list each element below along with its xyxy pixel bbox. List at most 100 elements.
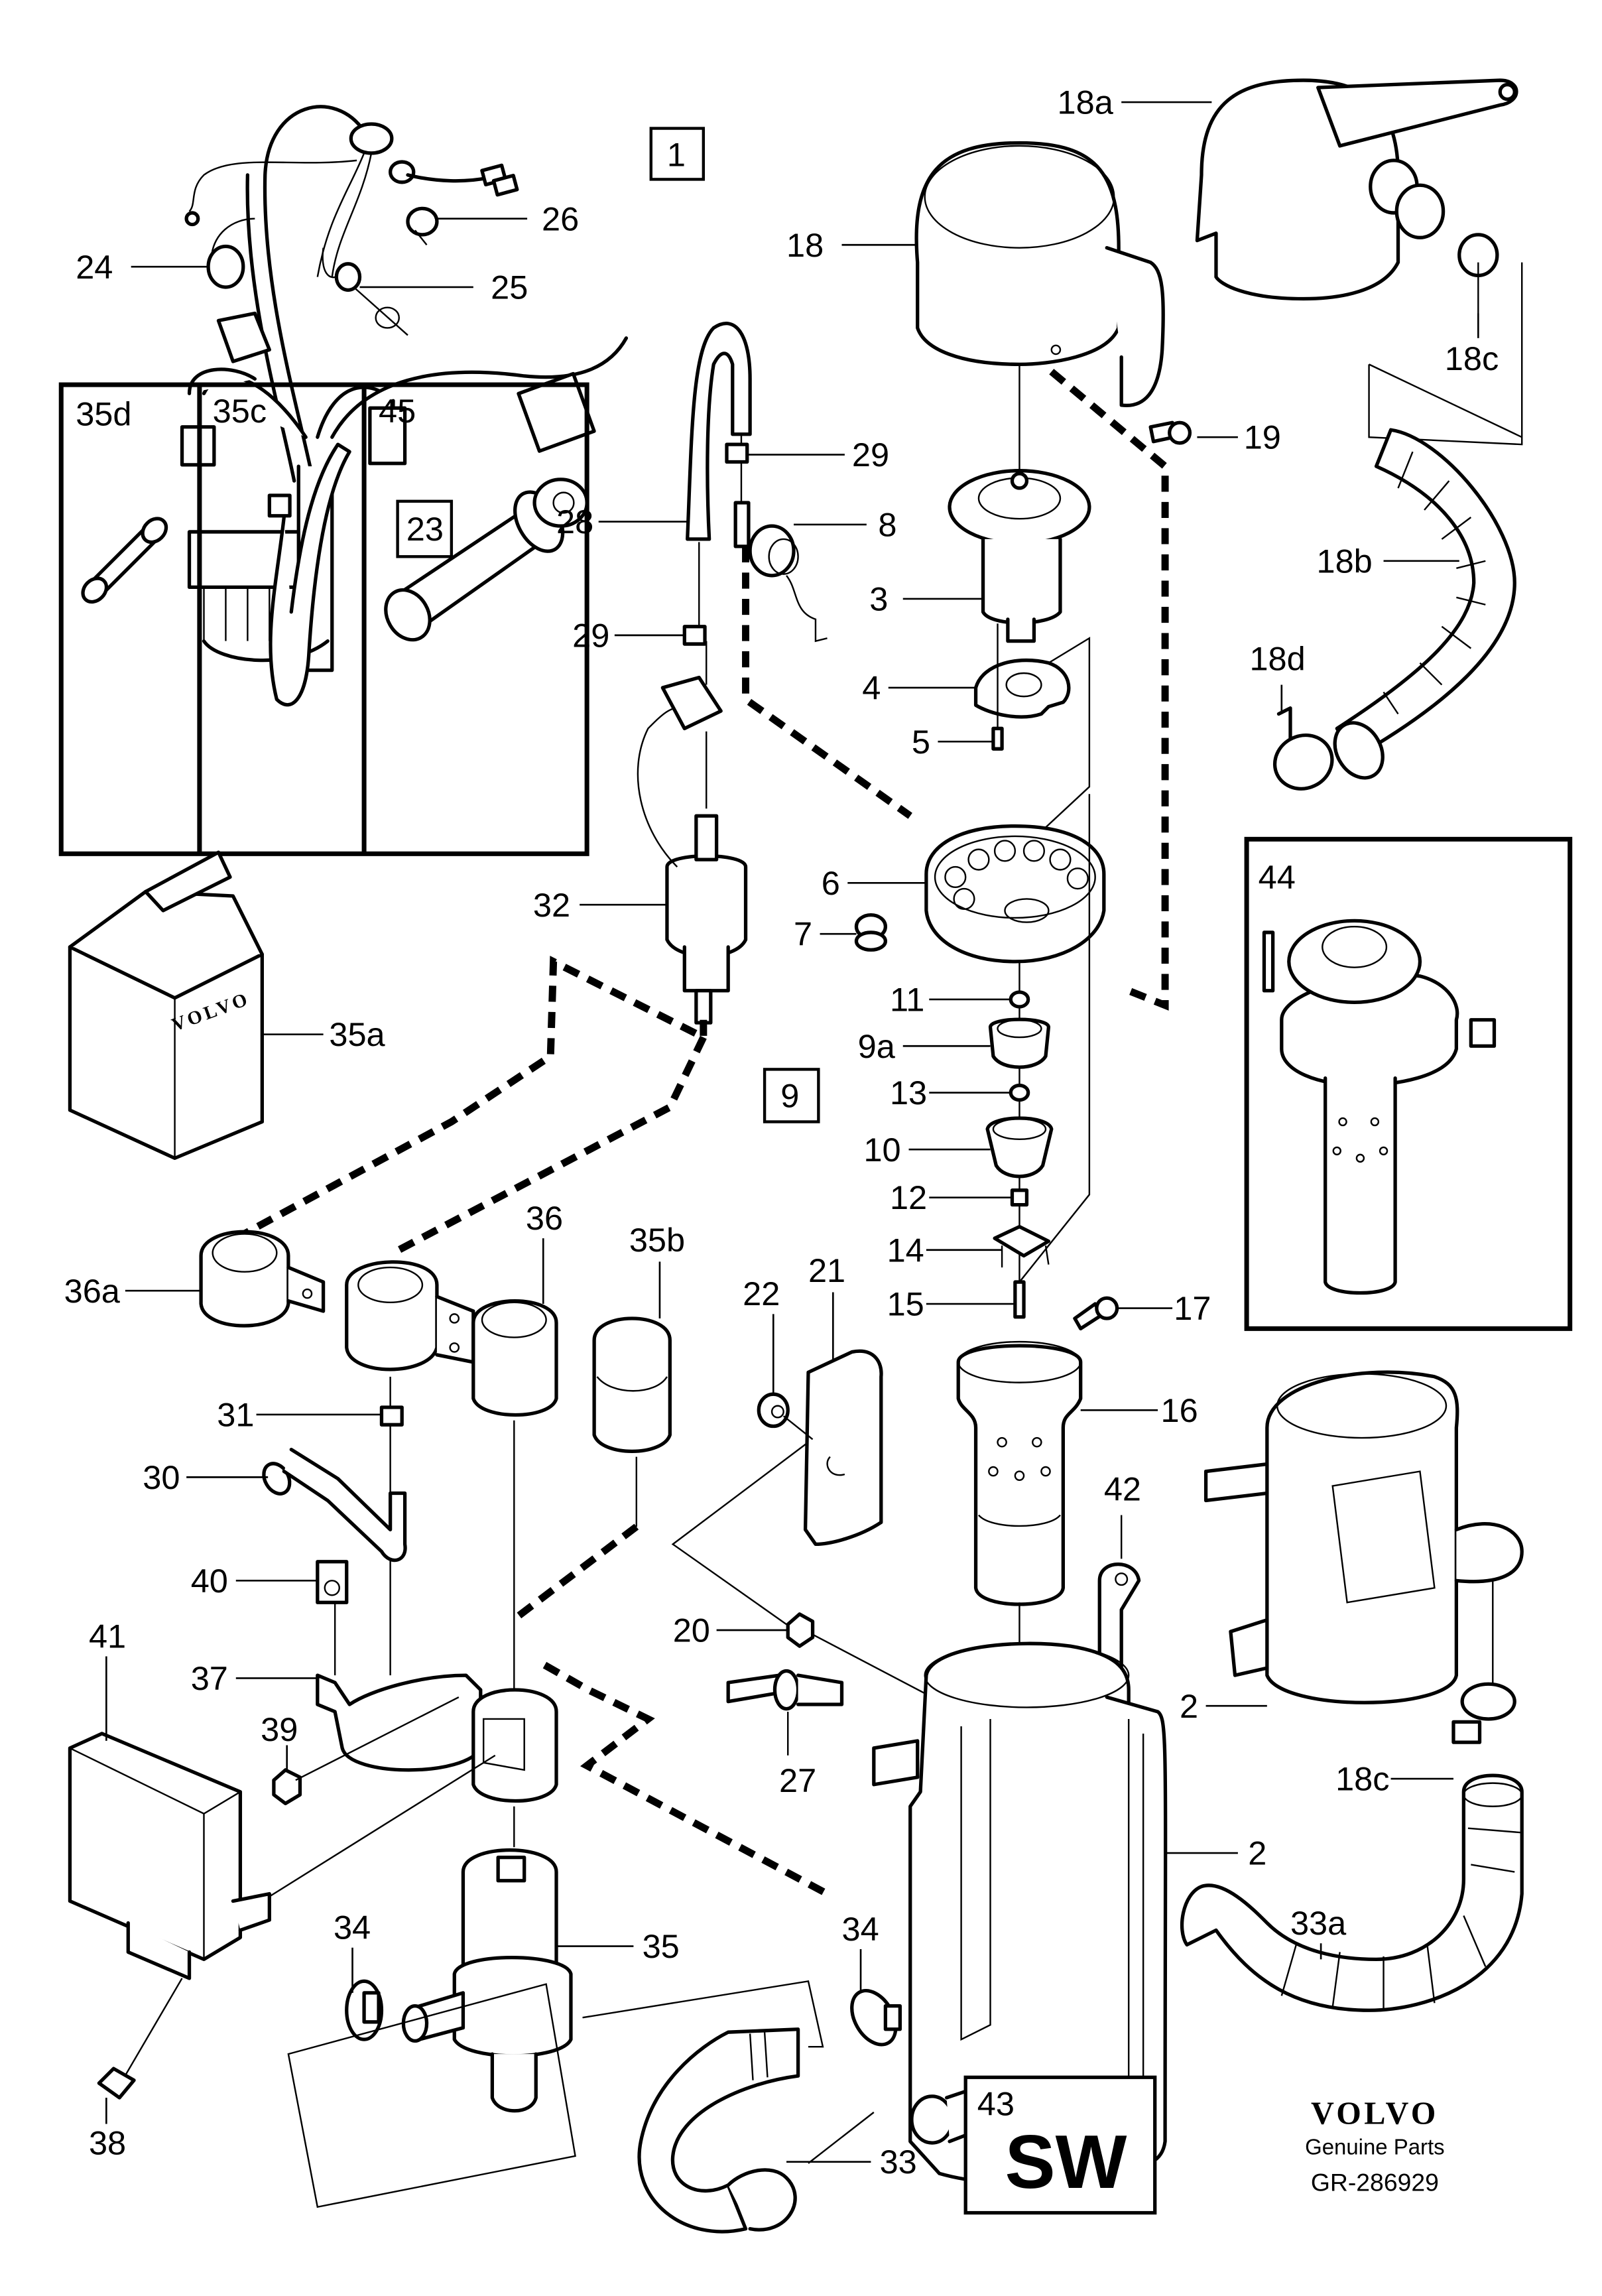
- nut-39[interactable]: [272, 1768, 302, 1805]
- callout-18c-lower[interactable]: 18c: [1335, 1760, 1389, 1798]
- cup-10[interactable]: [985, 1116, 1054, 1179]
- coolant-hose-33a[interactable]: [1180, 1773, 1524, 2012]
- kit-43-sw[interactable]: 43 SW: [963, 2075, 1157, 2215]
- overheat-sensor-27[interactable]: [726, 1669, 844, 1711]
- callout-6[interactable]: 6: [822, 864, 840, 902]
- callout-24[interactable]: 24: [76, 248, 113, 286]
- grommet-7[interactable]: [854, 913, 888, 952]
- nozzle-holder-9a[interactable]: [988, 1017, 1051, 1069]
- callout-5[interactable]: 5: [912, 723, 930, 761]
- callout-18c-top[interactable]: 18c: [1445, 340, 1499, 377]
- cap-35b[interactable]: [592, 1316, 672, 1453]
- callout-35b[interactable]: 35b: [629, 1221, 685, 1259]
- callout-8[interactable]: 8: [878, 506, 896, 544]
- hose-clip-29-top[interactable]: [725, 442, 749, 464]
- callout-20[interactable]: 20: [673, 1612, 710, 1649]
- callout-32[interactable]: 32: [533, 886, 570, 924]
- callout-34-right[interactable]: 34: [841, 1910, 879, 1948]
- control-unit-41[interactable]: [68, 1732, 271, 1980]
- callout-3[interactable]: 3: [869, 580, 888, 618]
- hose-clip-29-lower[interactable]: [682, 625, 707, 646]
- callout-26[interactable]: 26: [542, 200, 579, 237]
- package-box-35a[interactable]: VOLVO: [68, 850, 264, 1161]
- callout-4[interactable]: 4: [862, 669, 881, 707]
- callout-33[interactable]: 33: [880, 2143, 917, 2181]
- group-box-9[interactable]: 9: [763, 1068, 820, 1123]
- cover-18a[interactable]: [1195, 78, 1518, 314]
- callout-36a[interactable]: 36a: [64, 1272, 121, 1310]
- fuel-hose-28[interactable]: [686, 322, 752, 541]
- callout-2-right[interactable]: 2: [1180, 1687, 1198, 1725]
- callout-10[interactable]: 10: [863, 1131, 900, 1169]
- group-box-23[interactable]: 23: [396, 499, 454, 558]
- callout-18b[interactable]: 18b: [1317, 542, 1373, 580]
- callout-29-lower[interactable]: 29: [572, 616, 609, 654]
- callout-33a[interactable]: 33a: [1290, 1904, 1347, 1942]
- callout-13[interactable]: 13: [890, 1074, 927, 1112]
- inset-44[interactable]: 44: [1244, 836, 1573, 1331]
- double-clamp-36[interactable]: [345, 1260, 558, 1417]
- temperature-sensor-8[interactable]: [733, 501, 828, 643]
- callout-16[interactable]: 16: [1161, 1391, 1198, 1429]
- callout-37[interactable]: 37: [191, 1659, 228, 1697]
- nut-12[interactable]: [1010, 1188, 1029, 1207]
- pipe-clamp-18d[interactable]: [1266, 706, 1341, 798]
- callout-36[interactable]: 36: [526, 1199, 563, 1237]
- callout-40[interactable]: 40: [191, 1562, 228, 1600]
- callout-41[interactable]: 41: [89, 1617, 126, 1655]
- coolant-hose-33[interactable]: [637, 2027, 800, 2234]
- burner-support-6[interactable]: [924, 824, 1106, 964]
- wiring-harness[interactable]: [180, 105, 629, 672]
- callout-22[interactable]: 22: [743, 1275, 780, 1312]
- callout-18a[interactable]: 18a: [1058, 84, 1114, 121]
- callout-17[interactable]: 17: [1174, 1289, 1211, 1327]
- screw-19[interactable]: [1148, 420, 1192, 445]
- callout-12[interactable]: 12: [890, 1179, 927, 1216]
- kit-cell-45[interactable]: 45: [377, 392, 589, 648]
- gasket-plate-4[interactable]: [973, 658, 1071, 719]
- callout-19[interactable]: 19: [1244, 418, 1281, 456]
- callout-14[interactable]: 14: [887, 1231, 924, 1269]
- pipe-clamp-36a[interactable]: [199, 1230, 326, 1328]
- cover-18[interactable]: [914, 141, 1165, 489]
- callout-2[interactable]: 2: [1248, 1834, 1266, 1872]
- callout-15[interactable]: 15: [887, 1285, 924, 1323]
- callout-42[interactable]: 42: [1104, 1470, 1141, 1508]
- hose-clamp-18c-lower[interactable]: [1451, 1682, 1516, 1744]
- callout-28[interactable]: 28: [556, 503, 593, 541]
- callout-31[interactable]: 31: [217, 1396, 254, 1434]
- callout-39[interactable]: 39: [261, 1710, 298, 1748]
- circulation-pump-35[interactable]: [401, 1848, 573, 2113]
- washer-13[interactable]: [1009, 1083, 1030, 1102]
- screw-17[interactable]: [1073, 1296, 1119, 1330]
- callout-35a[interactable]: 35a: [329, 1015, 385, 1053]
- kit-cell-35c[interactable]: 35c: [213, 392, 351, 707]
- clip-40[interactable]: [316, 1560, 349, 1604]
- callout-29-top[interactable]: 29: [852, 436, 889, 474]
- group-box-1[interactable]: 1: [649, 127, 706, 181]
- washer-11[interactable]: [1009, 990, 1030, 1009]
- bracket-pump-clamp[interactable]: [471, 1688, 558, 1803]
- callout-30[interactable]: 30: [143, 1458, 180, 1496]
- hose-clip-31[interactable]: [379, 1405, 404, 1427]
- nut-22[interactable]: [757, 1392, 790, 1429]
- callout-25[interactable]: 25: [491, 269, 528, 306]
- callout-9a[interactable]: 9a: [858, 1027, 896, 1065]
- screw-15[interactable]: [1013, 1280, 1026, 1319]
- callout-34-left[interactable]: 34: [334, 1909, 371, 1946]
- heat-exchanger-2[interactable]: [872, 1641, 1168, 2187]
- callout-21[interactable]: 21: [808, 1251, 845, 1289]
- callout-7[interactable]: 7: [794, 915, 812, 953]
- nut-20[interactable]: [786, 1612, 815, 1648]
- hose-clamp-34-right[interactable]: [843, 1983, 904, 2053]
- callout-38[interactable]: 38: [89, 2124, 126, 2162]
- callout-11[interactable]: 11: [890, 981, 924, 1019]
- combustion-tube-16[interactable]: [956, 1340, 1083, 1606]
- fuel-line-30[interactable]: [259, 1448, 407, 1563]
- callout-18d[interactable]: 18d: [1249, 640, 1305, 678]
- exhaust-hose-18b[interactable]: [1325, 428, 1516, 787]
- hose-clamp-34-left[interactable]: [345, 1979, 384, 2041]
- screw-38[interactable]: [97, 2067, 136, 2100]
- kit-cell-35d[interactable]: 35d: [76, 395, 170, 607]
- callout-18[interactable]: 18: [786, 226, 824, 264]
